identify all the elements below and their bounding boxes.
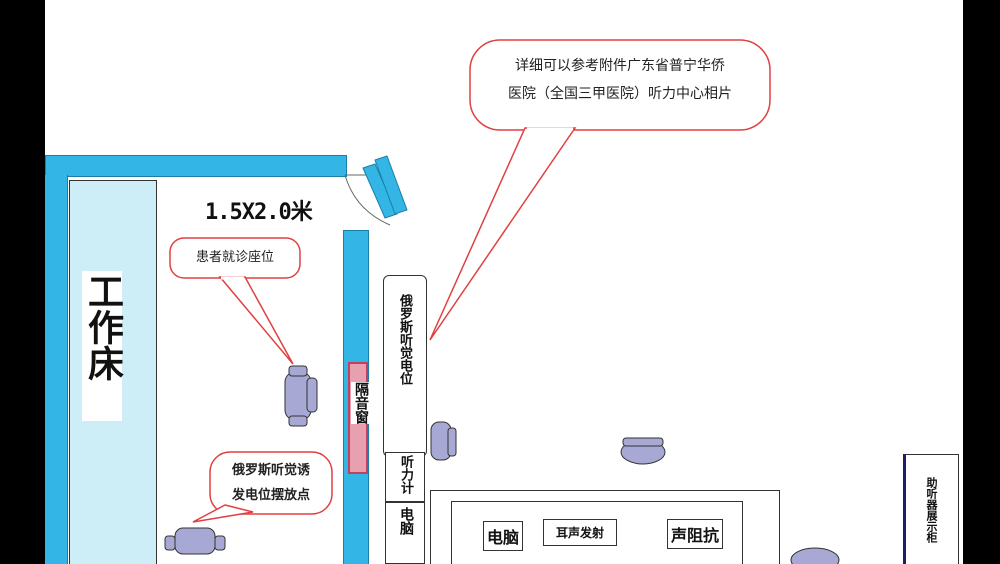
chair-right	[790, 547, 840, 564]
top-callout-line2: 医院（全国三甲医院）听力中心相片	[508, 86, 732, 102]
workbench-label: 工作床	[82, 273, 123, 381]
floor-plan-canvas: 工作床 1.5X2.0米 详细可以参考附件广东省普宁华侨 医院（全国三甲医院）听…	[45, 0, 963, 564]
room-size-label: 1.5X2.0米	[205, 200, 313, 225]
top-wall	[45, 155, 347, 177]
chair-patient	[284, 365, 318, 427]
top-callout-line1: 详细可以参考附件广东省普宁华侨	[515, 58, 725, 74]
computer-cabinet: 电脑	[385, 502, 425, 564]
stim-callout-text: 俄罗斯听觉诱 发电位摆放点	[210, 458, 332, 508]
evoked-potential-cabinet: 俄罗斯听觉电位	[383, 275, 427, 457]
desk-impedance: 声阻抗	[667, 519, 724, 549]
door-drawing	[344, 155, 408, 226]
workbench: 工作床	[69, 180, 157, 564]
chairs	[164, 365, 840, 564]
left-wall	[45, 175, 68, 564]
evoked-potential-label: 俄罗斯听觉电位	[397, 294, 412, 385]
chair-evoked	[430, 421, 457, 461]
desk-inner	[451, 501, 743, 564]
display-cabinet-label: 助听器展示柜	[925, 477, 938, 543]
equipment-desk: 电脑 耳声发射 声阻抗	[430, 490, 780, 564]
desk-computer: 电脑	[483, 521, 524, 551]
patient-callout-text: 患者就诊座位	[195, 250, 274, 265]
audiometer-label: 听力计	[398, 455, 413, 494]
stim-callout-line1: 俄罗斯听觉诱	[231, 463, 310, 478]
callout-pointers	[169, 39, 771, 523]
chair-stim	[164, 527, 226, 555]
computer-cabinet-label: 电脑	[398, 507, 414, 535]
stim-callout-line2: 发电位摆放点	[231, 488, 310, 503]
sound-window: 隔音窗	[348, 362, 371, 474]
audiometer-cabinet: 听力计	[385, 452, 425, 502]
display-cabinet: 助听器展示柜	[903, 454, 959, 564]
sound-window-label: 隔音窗	[351, 382, 371, 424]
workbench-label-bg	[82, 271, 122, 421]
chair-desk	[620, 437, 666, 465]
desk-ear-emission: 耳声发射	[543, 519, 618, 546]
top-callout-text: 详细可以参考附件广东省普宁华侨 医院（全国三甲医院）听力中心相片	[470, 52, 770, 108]
